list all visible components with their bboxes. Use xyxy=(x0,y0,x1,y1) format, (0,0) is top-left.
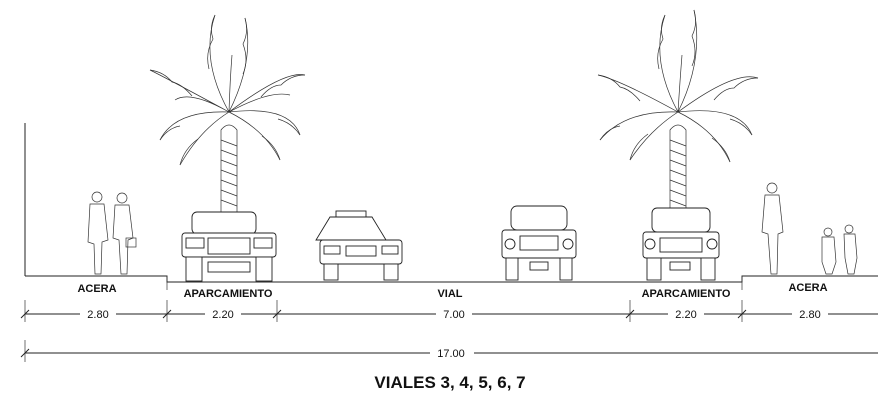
zone-label-acera-right: ACERA xyxy=(788,282,827,294)
small-car xyxy=(501,205,577,281)
drawing-title: VIALES 3, 4, 5, 6, 7 xyxy=(374,373,525,392)
dimension-acera-right: 2.80 xyxy=(799,309,820,321)
partial-dimension-line: 2.80 2.20 7.00 2.20 2.80 xyxy=(20,300,878,322)
dimension-acera-left: 2.80 xyxy=(87,309,108,321)
palm-tree-left xyxy=(149,14,306,212)
pedestrians-left xyxy=(87,191,137,275)
zone-label-aparcamiento-left: APARCAMIENTO xyxy=(184,288,273,300)
dimension-vial: 7.00 xyxy=(443,309,464,321)
dimension-aparcamiento-right: 2.20 xyxy=(675,309,696,321)
pedestrians-right xyxy=(761,182,858,275)
zone-label-vial: VIAL xyxy=(437,288,462,300)
dimension-total: 17.00 xyxy=(437,348,465,360)
parked-car-left xyxy=(181,211,277,282)
parked-car-right xyxy=(642,207,720,281)
total-dimension-line: 17.00 xyxy=(20,340,878,362)
ground-profile xyxy=(24,123,878,290)
dimension-aparcamiento-left: 2.20 xyxy=(212,309,233,321)
police-car xyxy=(315,210,403,281)
zone-label-acera-left: ACERA xyxy=(77,283,116,295)
zone-labels: ACERA APARCAMIENTO VIAL APARCAMIENTO ACE… xyxy=(77,282,827,300)
zone-label-aparcamiento-right: APARCAMIENTO xyxy=(642,288,731,300)
palm-tree-right xyxy=(597,9,759,212)
